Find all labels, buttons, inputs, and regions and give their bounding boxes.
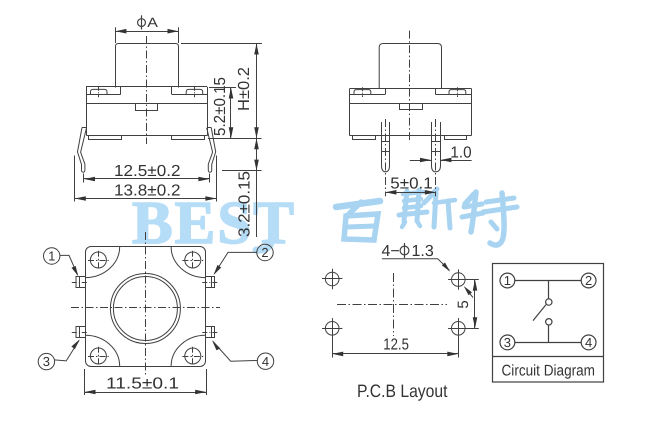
svg-text:4: 4 xyxy=(585,335,592,350)
svg-text:3.2±0.15: 3.2±0.15 xyxy=(237,171,254,237)
svg-text:1: 1 xyxy=(48,249,55,264)
svg-text:BEST: BEST xyxy=(132,190,296,257)
svg-text:3: 3 xyxy=(504,335,511,350)
svg-text:12.5±0.2: 12.5±0.2 xyxy=(114,163,181,180)
svg-text:P.C.B Layout: P.C.B Layout xyxy=(357,381,448,401)
svg-text:A: A xyxy=(147,15,158,30)
svg-text:2: 2 xyxy=(585,273,592,288)
svg-text:Circuit Diagram: Circuit Diagram xyxy=(502,363,596,380)
svg-text:3: 3 xyxy=(43,354,50,369)
svg-text:5: 5 xyxy=(455,300,472,308)
svg-text:5±0.1: 5±0.1 xyxy=(390,176,433,193)
svg-text:13.8±0.2: 13.8±0.2 xyxy=(114,183,181,200)
svg-text:11.5±0.1: 11.5±0.1 xyxy=(106,375,179,392)
svg-text:4: 4 xyxy=(262,354,269,369)
svg-text:1.3: 1.3 xyxy=(412,243,434,260)
svg-text:12.5: 12.5 xyxy=(383,337,409,354)
svg-text:5.2±0.15: 5.2±0.15 xyxy=(212,77,229,136)
svg-text:1.0: 1.0 xyxy=(450,145,471,162)
svg-text:4−: 4− xyxy=(382,243,400,260)
svg-text:2: 2 xyxy=(261,245,268,260)
svg-text:1: 1 xyxy=(504,273,511,288)
svg-text:H±0.2: H±0.2 xyxy=(236,67,253,111)
